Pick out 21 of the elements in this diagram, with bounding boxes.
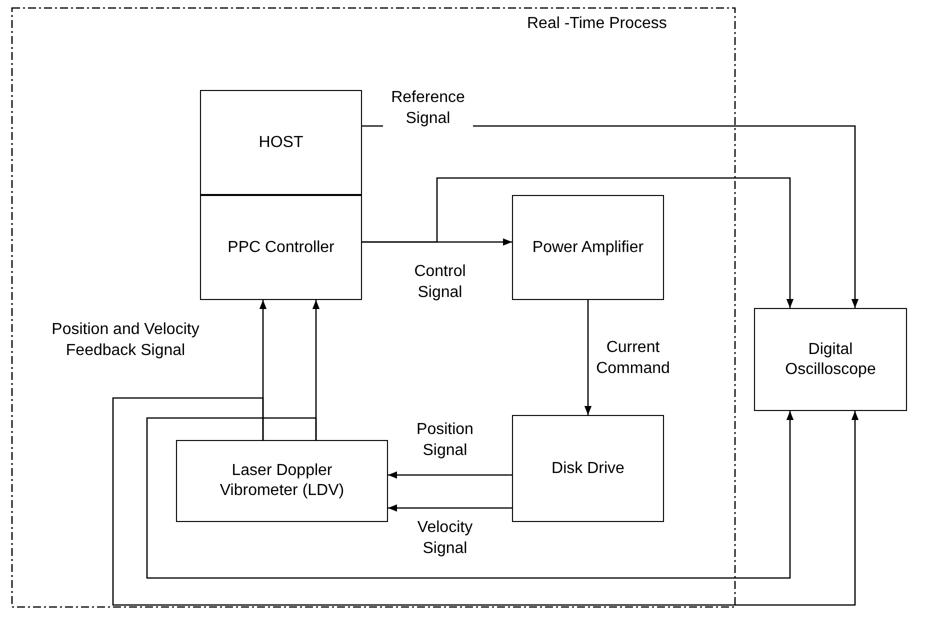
block-box	[176, 440, 388, 522]
block-label: Laser Doppler Vibrometer (LDV)	[218, 461, 346, 501]
block-label: PPC Controller	[226, 238, 336, 258]
arrow	[388, 471, 512, 479]
block-label: Power Amplifier	[531, 238, 645, 258]
arrow	[112, 397, 859, 606]
arrow	[362, 177, 794, 308]
block-box	[200, 90, 362, 195]
arrow	[584, 300, 592, 415]
block-label: HOST	[258, 132, 304, 152]
signal-label: Position and Velocity Feedback Signal	[50, 320, 200, 361]
arrow	[388, 504, 512, 512]
block-box	[512, 195, 664, 300]
block-label: Digital Oscilloscope	[784, 340, 877, 380]
edge-label: Reference Signal	[383, 88, 473, 130]
block-box	[200, 195, 362, 300]
region-title: Real -Time Process	[527, 14, 667, 34]
arrow	[146, 411, 794, 579]
oscilloscope-box	[754, 308, 907, 411]
block-label: Disk Drive	[550, 458, 626, 478]
block-box	[512, 415, 664, 522]
